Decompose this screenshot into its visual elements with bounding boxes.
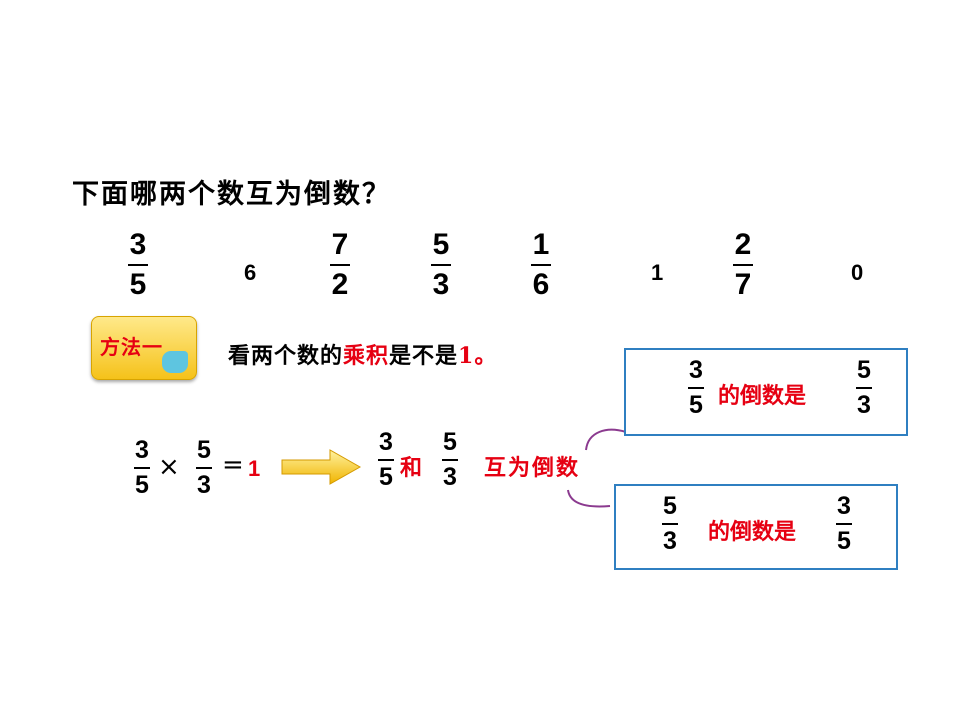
equation-result: 1 (248, 456, 261, 481)
fraction-2-7: 2 7 (733, 230, 753, 300)
conclusion-fraction-b: 5 3 (442, 430, 458, 490)
denominator: 3 (432, 268, 450, 301)
denominator: 5 (135, 471, 149, 499)
denominator: 5 (379, 463, 393, 491)
numerator: 5 (663, 492, 677, 520)
fraction-bar (196, 467, 212, 469)
connector-bottom-curve (567, 489, 611, 508)
fraction-bar (378, 459, 394, 461)
numerator: 5 (857, 356, 871, 384)
denominator: 5 (837, 527, 851, 555)
equals-sign: = (222, 450, 244, 480)
equation-fraction-a: 3 5 (134, 438, 150, 498)
connector-brackets (567, 428, 627, 508)
numerator: 5 (443, 428, 457, 456)
denominator: 3 (857, 391, 871, 419)
numerator: 5 (197, 436, 211, 464)
numerator: 3 (135, 436, 149, 464)
fraction-bar (330, 264, 350, 266)
numerator: 1 (532, 228, 550, 261)
numerator: 3 (129, 228, 147, 261)
fraction-bar (856, 387, 872, 389)
question-title: 下面哪两个数互为倒数？ (72, 179, 391, 210)
conclusion-label: 互为倒数 (484, 455, 581, 481)
reciprocal-box-bottom: 5 3 的倒数是 3 5 (614, 484, 898, 570)
conclusion-fraction-a: 3 5 (378, 430, 394, 490)
fraction-bar (431, 264, 451, 266)
fraction-5-3: 5 3 (431, 230, 451, 300)
numerator: 3 (837, 492, 851, 520)
method-badge-label: 方法一 (100, 335, 163, 359)
numerator: 3 (689, 356, 703, 384)
box-bottom-text: 的倒数是 (708, 519, 797, 545)
reciprocal-box-top: 3 5 的倒数是 5 3 (624, 348, 908, 436)
number-6: 6 (244, 260, 257, 285)
fraction-3-5: 3 5 (128, 230, 148, 300)
number-1: 1 (651, 260, 664, 285)
method-badge: 方法一 (91, 316, 197, 380)
denominator: 5 (129, 268, 147, 301)
denominator: 3 (197, 471, 211, 499)
box-top-text: 的倒数是 (718, 383, 807, 409)
denominator: 2 (331, 268, 349, 301)
method-text-highlight: 乘积 (343, 343, 390, 369)
times-sign: × (158, 452, 180, 482)
denominator: 6 (532, 268, 550, 301)
fraction-bar (442, 459, 458, 461)
numerator: 2 (734, 228, 752, 261)
box-bottom-fraction-a: 5 3 (662, 494, 678, 554)
badge-tab-decoration (162, 351, 188, 373)
fraction-bar (836, 523, 852, 525)
fraction-1-6: 1 6 (531, 230, 551, 300)
numerator: 7 (331, 228, 349, 261)
fraction-7-2: 7 2 (330, 230, 350, 300)
fraction-bar (733, 264, 753, 266)
fraction-bar (128, 264, 148, 266)
box-top-fraction-a: 3 5 (688, 358, 704, 418)
denominator: 3 (443, 463, 457, 491)
method-description: 看两个数的乘积是不是1。 (228, 338, 497, 370)
fraction-bar (662, 523, 678, 525)
conclusion-and: 和 (400, 455, 423, 481)
numerator: 5 (432, 228, 450, 261)
denominator: 5 (689, 391, 703, 419)
method-text-after: 是不是 (389, 343, 459, 369)
denominator: 3 (663, 527, 677, 555)
fraction-bar (531, 264, 551, 266)
fraction-bar (688, 387, 704, 389)
method-text-one: 1。 (458, 343, 498, 369)
numerator: 3 (379, 428, 393, 456)
number-0: 0 (851, 260, 864, 285)
connector-top-curve (585, 428, 627, 451)
denominator: 7 (734, 268, 752, 301)
box-bottom-fraction-b: 3 5 (836, 494, 852, 554)
equation-fraction-b: 5 3 (196, 438, 212, 498)
method-text-before: 看两个数的 (228, 343, 344, 369)
fraction-bar (134, 467, 150, 469)
box-top-fraction-b: 5 3 (856, 358, 872, 418)
right-arrow-icon (281, 449, 362, 485)
